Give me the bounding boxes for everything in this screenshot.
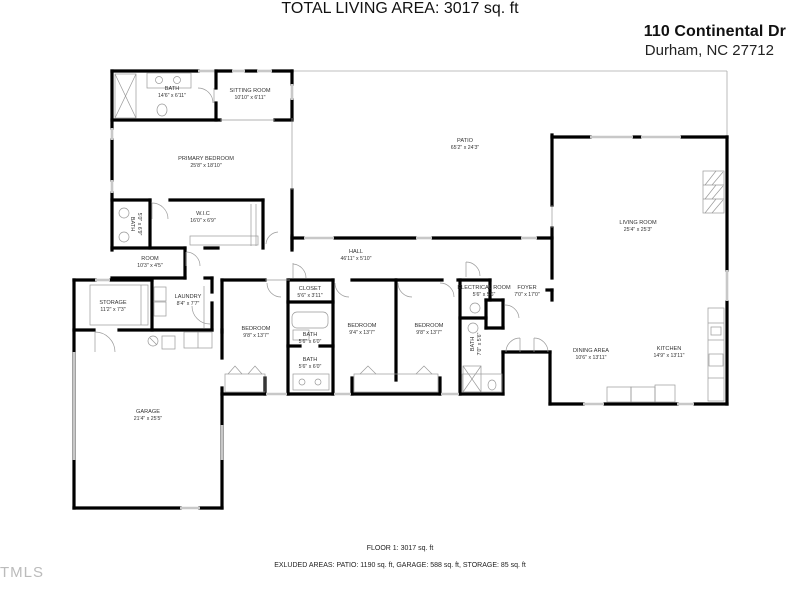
room-dims-primary-bedroom: 25'8" x 18'10" <box>190 163 221 169</box>
room-dims-garage: 21'4" x 25'5" <box>134 416 163 422</box>
room-name-sitting-room: SITTING ROOM <box>229 88 270 94</box>
room-dims-living-room: 25'4" x 25'3" <box>624 227 653 233</box>
room-dims-closet: 5'6" x 3'11" <box>297 293 322 299</box>
room-dims-laundry: 8'4" x 7'7" <box>177 301 200 307</box>
room-name-storage: STORAGE <box>99 300 127 306</box>
room-dims-dining-area: 10'6" x 13'11" <box>576 355 607 361</box>
room-name-dining-area: DINING AREA <box>573 348 609 354</box>
room-dims-kitchen: 14'9" x 13'11" <box>654 353 685 359</box>
room-dims-bath-hall-2: 5'6" x 6'0" <box>299 364 322 370</box>
room-name-bath-foyer: BATH <box>470 337 476 352</box>
room-dims-bath-wic: 5'0" x 6'9" <box>136 213 142 236</box>
room-name-bedroom-2: BEDROOM <box>348 323 377 329</box>
room-dims-wic: 16'0" x 6'9" <box>190 218 216 224</box>
room-name-primary-bedroom: PRIMARY BEDROOM <box>178 156 234 162</box>
room-name-wic: W.I.C <box>196 211 210 217</box>
room-dims-foyer: 7'0" x 17'0" <box>514 292 540 298</box>
room-name-room: ROOM <box>141 256 159 262</box>
room-name-electrical-room: ELECTRICAL ROOM <box>457 285 511 291</box>
room-name-bedroom-1: BEDROOM <box>242 326 271 332</box>
room-name-foyer: FOYER <box>517 285 536 291</box>
floor-1-area: FLOOR 1: 3017 sq. ft <box>366 545 434 552</box>
mls-watermark: TMLS <box>0 564 45 581</box>
walls <box>72 69 729 510</box>
city-state-zip: Durham, NC 27712 <box>644 42 774 59</box>
room-dims-bath-primary: 14'6" x 6'11" <box>158 93 186 99</box>
room-dims-room: 10'3" x 4'5" <box>137 263 163 269</box>
room-dims-patio: 65'2" x 24'3" <box>451 145 480 151</box>
room-dims-sitting-room: 10'10" x 6'11" <box>235 95 266 101</box>
room-name-closet: CLOSET <box>299 286 322 292</box>
room-dims-bedroom-3: 9'8" x 13'7" <box>416 330 442 336</box>
room-labels: BATH 14'6" x 6'11" SITTING ROOM 10'10" x… <box>99 86 684 422</box>
room-dims-storage: 11'2" x 7'3" <box>100 307 125 313</box>
room-dims-bath-foyer: 7'0" x 5'6" <box>477 333 483 356</box>
room-name-bedroom-3: BEDROOM <box>415 323 444 329</box>
room-dims-hall: 46'11" x 5'10" <box>341 256 372 262</box>
address-block: 110 Continental Dr Durham, NC 27712 <box>644 22 786 60</box>
room-dims-bedroom-1: 9'8" x 13'7" <box>243 333 269 339</box>
excluded-areas: EXLUDED AREAS: PATIO: 1190 sq. ft, GARAG… <box>274 562 526 569</box>
room-name-living-room: LIVING ROOM <box>619 220 657 226</box>
room-dims-electrical-room: 5'6" x 5'6" <box>473 292 496 298</box>
patio-outline <box>292 70 728 137</box>
room-name-bath-wic: BATH <box>129 217 135 232</box>
room-name-patio: PATIO <box>457 138 474 144</box>
windows <box>72 69 729 510</box>
room-name-garage: GARAGE <box>136 409 160 415</box>
room-name-kitchen: KITCHEN <box>657 346 682 352</box>
thin-details <box>89 72 725 403</box>
room-name-hall: HALL <box>349 249 363 255</box>
total-living-area: TOTAL LIVING AREA: 3017 sq. ft <box>281 0 519 17</box>
room-dims-bath-hall-1: 5'6" x 6'0" <box>299 339 322 345</box>
room-dims-bedroom-2: 9'4" x 13'7" <box>349 330 375 336</box>
street-address: 110 Continental Dr <box>643 23 786 40</box>
room-name-bath-primary: BATH <box>165 86 180 92</box>
room-name-bath-hall-2: BATH <box>303 357 318 363</box>
room-name-bath-hall-1: BATH <box>303 332 318 338</box>
room-name-laundry: LAUNDRY <box>175 294 202 300</box>
